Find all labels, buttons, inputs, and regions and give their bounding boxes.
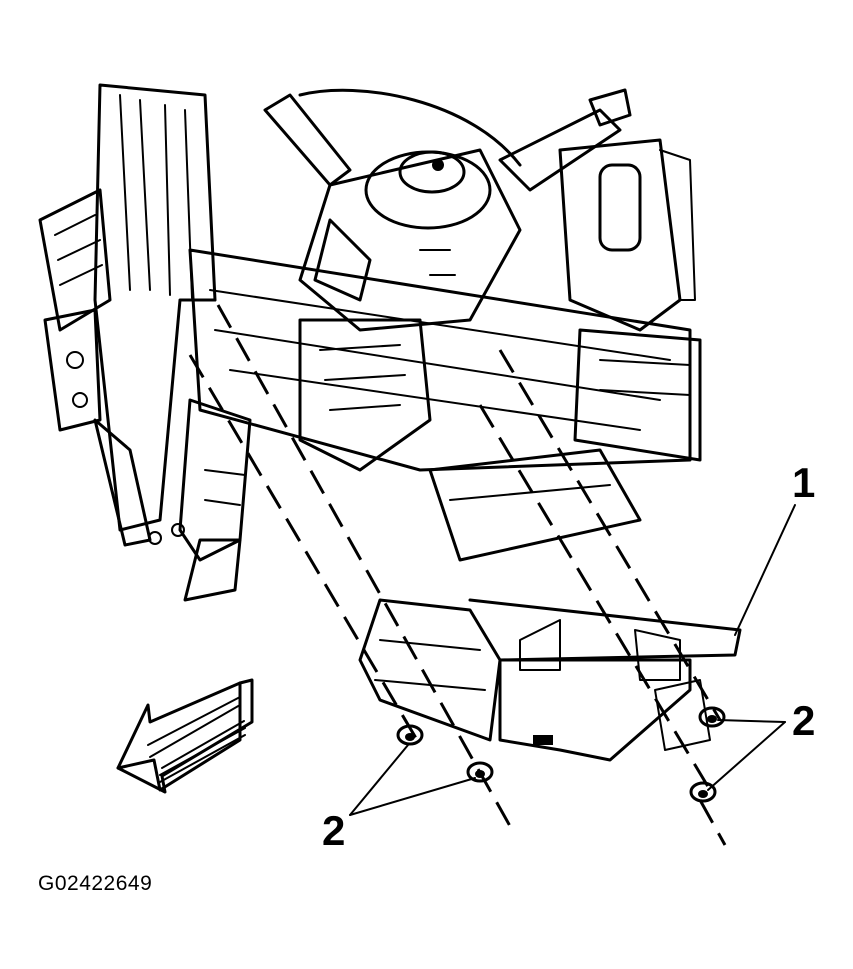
nut-icon: [698, 706, 726, 728]
alignment-lines: [188, 304, 727, 846]
nut-icon: [689, 781, 717, 803]
instrument-panel-assembly: [38, 83, 702, 602]
callout-2-label-right: 2: [792, 697, 815, 744]
callout-1-label: 1: [792, 459, 815, 506]
nut-icon: [396, 724, 424, 746]
callout-2-label-bottom: 2: [322, 807, 345, 854]
nut-icon: [466, 761, 494, 783]
front-direction-arrow-icon: [116, 678, 254, 794]
leader-lines: [349, 504, 796, 816]
nuts: [396, 706, 726, 803]
bracket-part: [358, 598, 742, 762]
figure-id-label: G02422649: [38, 872, 153, 895]
